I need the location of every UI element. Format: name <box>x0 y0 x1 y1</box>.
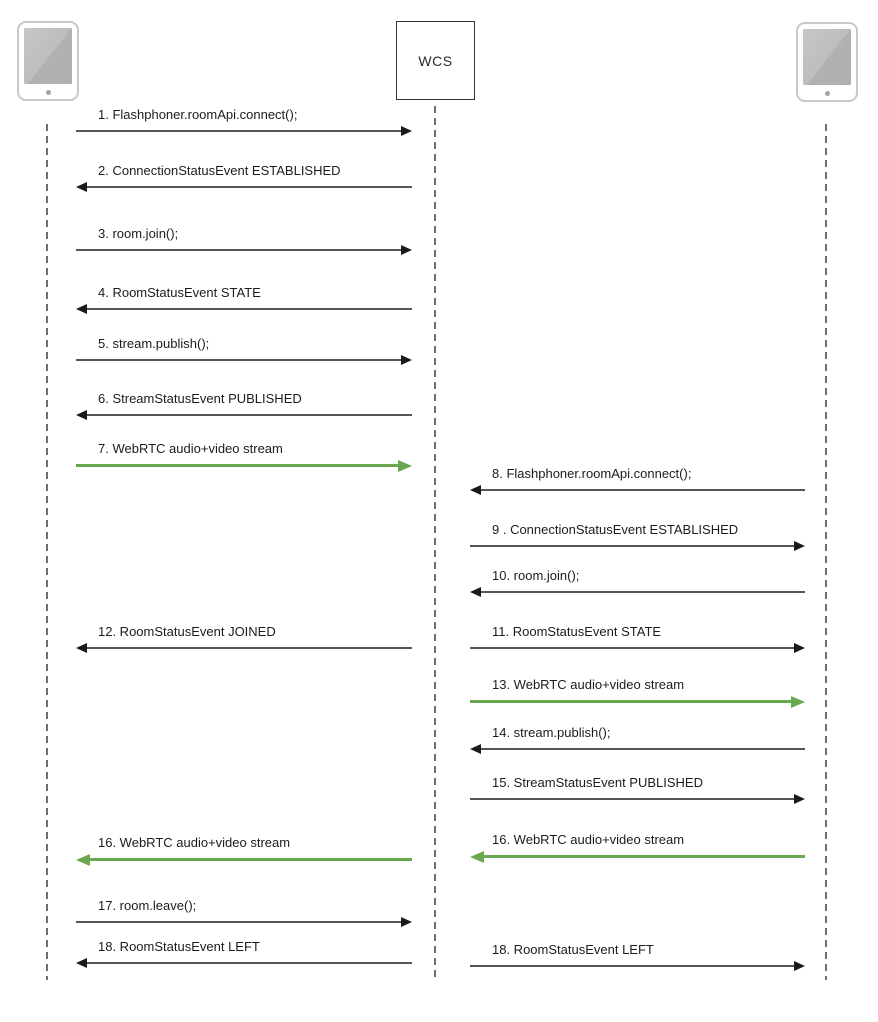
message-label-1: 1. Flashphoner.roomApi.connect(); <box>98 107 298 122</box>
message-arrow-13 <box>470 700 791 703</box>
message-label-11: 11. RoomStatusEvent STATE <box>492 624 662 639</box>
message-arrow-15 <box>470 798 794 800</box>
message-arrow-11 <box>470 647 794 649</box>
message-label-9: 9 . ConnectionStatusEvent ESTABLISHED <box>492 522 739 537</box>
message-label-17: 17. room.leave(); <box>98 898 197 913</box>
message-label-5: 5. stream.publish(); <box>98 336 210 351</box>
message-arrow-16-right <box>484 855 805 858</box>
message-label-14: 14. stream.publish(); <box>492 725 611 740</box>
tablet-screen <box>803 29 851 85</box>
client2-tablet-icon <box>796 22 858 102</box>
tablet-screen <box>24 28 72 84</box>
message-arrow-2 <box>87 186 412 188</box>
message-arrow-3 <box>76 249 401 251</box>
message-label-13: 13. WebRTC audio+video stream <box>492 677 685 692</box>
lifeline-client2 <box>825 124 827 980</box>
message-label-7: 7. WebRTC audio+video stream <box>98 441 283 456</box>
server-label: WCS <box>418 52 453 69</box>
lifeline-server <box>434 106 436 980</box>
message-arrow-18-left <box>87 962 412 964</box>
message-arrow-18-right <box>470 965 794 967</box>
message-label-15: 15. StreamStatusEvent PUBLISHED <box>492 775 703 790</box>
client1-tablet-icon <box>17 21 79 101</box>
message-arrow-1 <box>76 130 401 132</box>
message-label-18-left: 18. RoomStatusEvent LEFT <box>98 939 260 954</box>
message-label-4: 4. RoomStatusEvent STATE <box>98 285 261 300</box>
tablet-home-button <box>45 90 51 95</box>
message-label-6: 6. StreamStatusEvent PUBLISHED <box>98 391 302 406</box>
message-label-2: 2. ConnectionStatusEvent ESTABLISHED <box>98 163 341 178</box>
wcs-server-box: WCS <box>396 21 475 100</box>
message-arrow-5 <box>76 359 401 361</box>
message-arrow-8 <box>481 489 805 491</box>
message-arrow-4 <box>87 308 412 310</box>
message-label-12: 12. RoomStatusEvent JOINED <box>98 624 276 639</box>
message-arrow-16-left <box>90 858 412 861</box>
lifeline-client1 <box>46 124 48 980</box>
tablet-home-button <box>824 91 830 96</box>
message-arrow-7 <box>76 464 398 467</box>
message-label-16-right: 16. WebRTC audio+video stream <box>492 832 685 847</box>
message-arrow-6 <box>87 414 412 416</box>
message-label-8: 8. Flashphoner.roomApi.connect(); <box>492 466 692 481</box>
message-arrow-9 <box>470 545 794 547</box>
message-label-10: 10. room.join(); <box>492 568 580 583</box>
message-label-16-left: 16. WebRTC audio+video stream <box>98 835 291 850</box>
message-label-18-right: 18. RoomStatusEvent LEFT <box>492 942 654 957</box>
message-label-3: 3. room.join(); <box>98 226 179 241</box>
message-arrow-12 <box>87 647 412 649</box>
message-arrow-17 <box>76 921 401 923</box>
message-arrow-14 <box>481 748 805 750</box>
message-arrow-10 <box>481 591 805 593</box>
